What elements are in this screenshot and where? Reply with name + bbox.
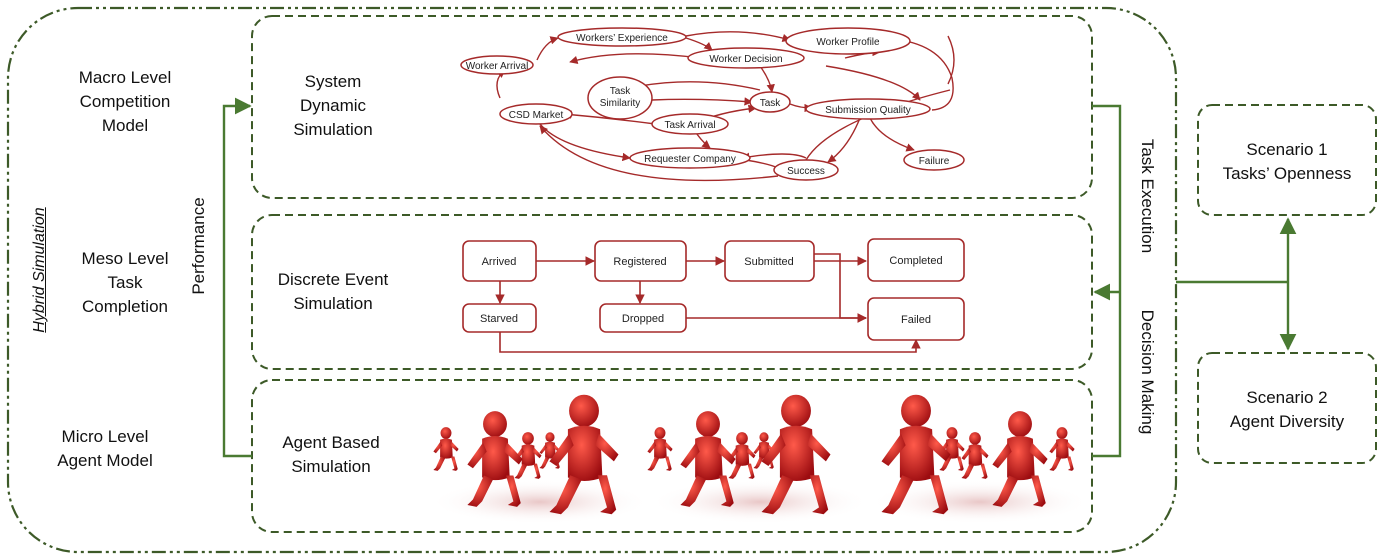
label-failure: Failure — [919, 156, 950, 167]
scenario-1-title: Scenario 1 — [1246, 140, 1328, 159]
label-worker-decision: Worker Decision — [709, 54, 782, 65]
scenario-2-box — [1197, 352, 1377, 464]
agent-crowd-image — [430, 394, 1090, 524]
macro-level-label: Macro Level Competition Model — [40, 66, 210, 138]
agent-figure — [1049, 427, 1075, 471]
label-registered: Registered — [613, 256, 666, 268]
micro-level-label: Micro Level Agent Model — [20, 425, 190, 473]
sd-nodes — [460, 27, 965, 181]
sd-line-3: Simulation — [293, 120, 373, 139]
node-task-similarity — [587, 76, 653, 120]
agent-figure — [728, 432, 756, 479]
macro-line-2: Competition — [79, 92, 171, 111]
node-task — [749, 91, 791, 113]
ab-line-2: Simulation — [291, 457, 371, 476]
node-worker-profile — [785, 27, 911, 55]
label-submitted: Submitted — [744, 256, 794, 268]
label-worker-arrival: Worker Arrival — [466, 61, 529, 72]
macro-line-3: Model — [101, 116, 149, 135]
performance-arrow — [222, 97, 252, 458]
agent-figure — [433, 427, 459, 471]
right-bracket-line — [1092, 104, 1122, 458]
discrete-event-diagram — [495, 253, 921, 353]
meso-line-1: Meso Level — [81, 249, 169, 268]
hybrid-simulation-frame — [6, 6, 1178, 554]
state-completed — [867, 238, 965, 282]
label-csd-market: CSD Market — [509, 110, 564, 121]
meso-level-label: Meso Level Task Completion — [40, 247, 210, 319]
agent-figure — [961, 432, 989, 479]
node-task-arrival — [651, 113, 729, 135]
micro-line-1: Micro Level — [61, 427, 149, 446]
meso-line-2: Task — [107, 273, 143, 292]
label-starved: Starved — [480, 313, 518, 325]
de-states — [462, 238, 965, 341]
scenario-2-subtitle: Agent Diversity — [1229, 412, 1345, 431]
node-workers-experience — [557, 27, 687, 47]
agent-based-label: Agent Based Simulation — [266, 431, 396, 479]
label-arrived: Arrived — [482, 256, 517, 268]
node-worker-arrival — [460, 55, 534, 75]
scenario-1-box — [1197, 104, 1377, 216]
state-failed — [867, 297, 965, 341]
macro-line-1: Macro Level — [78, 68, 172, 87]
scenario-2-label: Scenario 2 Agent Diversity — [1200, 386, 1374, 434]
label-completed: Completed — [889, 255, 942, 267]
sd-line-1: System — [304, 72, 362, 91]
sd-line-2: Dynamic — [299, 96, 367, 115]
node-submission-quality — [805, 98, 931, 120]
de-state-labels: Arrived Registered Submitted Completed S… — [480, 255, 943, 326]
ab-line-1: Agent Based — [282, 433, 380, 452]
meso-line-3: Completion — [82, 297, 168, 316]
node-csd-market — [499, 103, 573, 125]
micro-line-2: Agent Model — [57, 451, 153, 470]
node-failure — [903, 149, 965, 171]
agent-figure — [647, 427, 673, 471]
scenario-1-subtitle: Tasks’ Openness — [1222, 164, 1352, 183]
node-success — [773, 159, 839, 181]
decision-making-text: Decision Making — [1138, 309, 1157, 435]
state-dropped — [599, 303, 687, 333]
sd-node-labels: Workers’ Experience Worker Profile Worke… — [466, 33, 950, 177]
label-submission-quality: Submission Quality — [825, 105, 911, 116]
system-dynamic-label: System Dynamic Simulation — [268, 70, 398, 142]
label-success: Success — [787, 166, 825, 177]
label-worker-profile: Worker Profile — [816, 37, 880, 48]
task-execution-text: Task Execution — [1138, 138, 1157, 254]
de-line-2: Simulation — [293, 294, 373, 313]
discrete-event-label: Discrete Event Simulation — [258, 268, 408, 316]
node-worker-decision — [687, 47, 805, 69]
discrete-event-box — [251, 214, 1093, 370]
label-requester-company: Requester Company — [644, 154, 736, 165]
state-arrived — [462, 240, 537, 282]
state-starved — [462, 303, 537, 333]
label-dropped: Dropped — [622, 313, 664, 325]
label-task-similarity-2: Similarity — [600, 98, 641, 109]
label-failed: Failed — [901, 314, 931, 326]
label-task-arrival: Task Arrival — [664, 120, 715, 131]
label-workers-experience: Workers’ Experience — [576, 33, 668, 44]
de-line-1: Discrete Event — [277, 270, 389, 289]
label-task: Task — [760, 98, 782, 109]
label-task-similarity-1: Task — [610, 86, 632, 97]
performance-text: Performance — [189, 197, 208, 295]
scenario-1-label: Scenario 1 Tasks’ Openness — [1200, 138, 1374, 186]
scenario-2-title: Scenario 2 — [1246, 388, 1328, 407]
state-registered — [594, 240, 687, 282]
node-requester-company — [629, 147, 751, 169]
state-submitted — [724, 240, 815, 282]
